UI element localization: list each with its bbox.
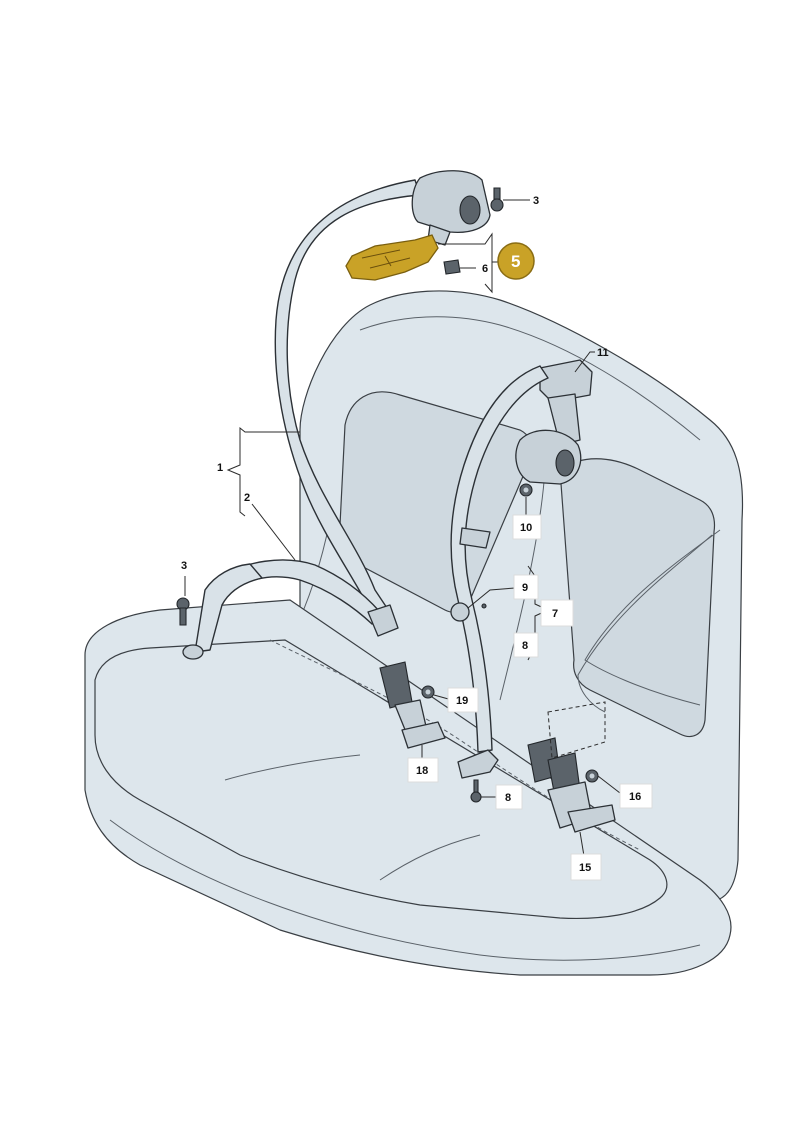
belt-lap-anchor-strap xyxy=(194,563,263,653)
center-belt-webbing xyxy=(450,365,549,753)
callout-8-bottom: 8 xyxy=(505,792,511,804)
bolt-3-top xyxy=(490,187,504,212)
callout-18: 18 xyxy=(416,765,428,777)
callout-19-box xyxy=(447,687,479,713)
nut-19 xyxy=(421,685,435,699)
bracket-plate xyxy=(345,234,439,281)
callout-15: 15 xyxy=(579,862,591,874)
seat-backrest-panel-right xyxy=(559,458,716,738)
callout-7-box xyxy=(540,599,574,627)
callout-9: 9 xyxy=(522,582,528,594)
seat-cushion-top xyxy=(94,639,668,919)
buckle-left-18 xyxy=(379,661,446,749)
center-retractor-spool xyxy=(555,449,575,477)
right-belt-ghost-2 xyxy=(577,534,713,713)
callout-18-box xyxy=(407,757,439,783)
plug-9 xyxy=(450,602,487,622)
callout-labels: 1 2 3 3 6 9 7 8 10 11 19 18 8 16 15 5 xyxy=(181,195,653,881)
seat-backrest-panel xyxy=(359,316,701,441)
right-belt-ghost xyxy=(584,529,721,706)
belt-tongue xyxy=(367,604,399,637)
callout-19: 19 xyxy=(456,695,468,707)
seat-cushion-seam-1 xyxy=(224,754,361,781)
callout-16: 16 xyxy=(629,791,641,803)
callout-2: 2 xyxy=(244,492,250,504)
center-belt-tongue xyxy=(459,527,491,549)
callout-10-box xyxy=(512,514,542,540)
callout-5-badge[interactable] xyxy=(497,242,535,280)
center-belt-anchor-plate xyxy=(457,749,499,779)
belt-anchor-plate xyxy=(182,644,204,660)
callout-5: 5 xyxy=(511,252,520,271)
clip-6 xyxy=(443,259,461,275)
seat-cushion-seam-2 xyxy=(379,834,481,881)
bolt-3-left xyxy=(176,597,190,626)
callout-6: 6 xyxy=(482,263,488,275)
nut-16 xyxy=(585,769,599,783)
buckle-right-15 xyxy=(527,737,616,833)
callout-3-left: 3 xyxy=(181,560,187,572)
callout-10: 10 xyxy=(520,522,532,534)
seat-cushion-front-seam xyxy=(109,819,701,961)
callout-1: 1 xyxy=(217,462,223,474)
center-belt-retractor-bracket xyxy=(547,393,581,446)
buckle-right-bracket xyxy=(567,804,616,833)
callout-15-box xyxy=(570,853,602,881)
callout-3-top: 3 xyxy=(533,195,539,207)
callout-8-group: 8 xyxy=(522,640,528,652)
retractor-spool xyxy=(459,195,481,225)
center-belt-guide xyxy=(539,359,593,403)
callout-16-box xyxy=(619,783,653,809)
bracket-detail xyxy=(361,249,411,269)
callout-9-box xyxy=(513,574,539,600)
rear-seat xyxy=(84,290,744,976)
buckle-left-bracket xyxy=(401,721,446,749)
seat-cushion-dashed-edge xyxy=(269,639,641,851)
callout-11: 11 xyxy=(597,347,609,359)
callout-8-group-box xyxy=(513,632,539,658)
callout-8-bottom-box xyxy=(495,784,523,810)
center-belt xyxy=(450,359,593,779)
callout-7: 7 xyxy=(552,608,558,620)
bolt-8-bottom xyxy=(470,779,482,803)
retractor-bracket-highlighted xyxy=(345,234,439,281)
three-point-belt-left xyxy=(182,170,491,660)
nut-10 xyxy=(519,483,533,497)
